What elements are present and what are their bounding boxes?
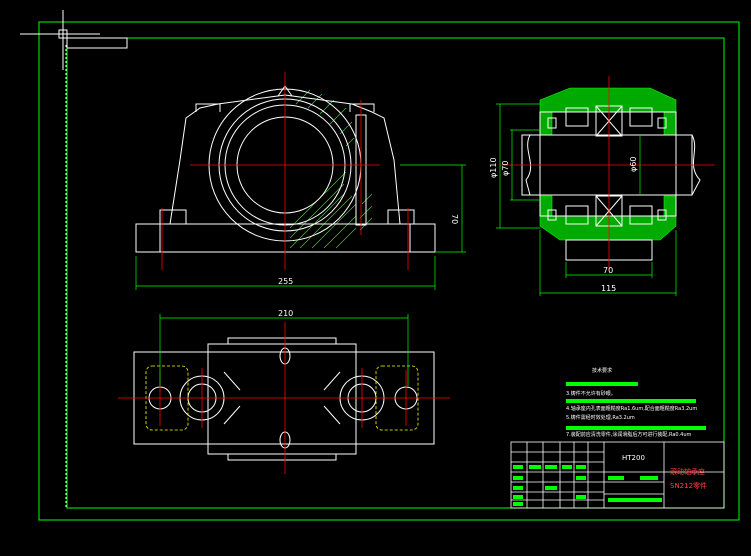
dim-side-inner-dia: φ70	[501, 161, 510, 176]
dim-side-base-width: 70	[603, 266, 613, 275]
top-view: 210	[118, 309, 450, 474]
side-view-dimensions	[496, 103, 677, 296]
front-view-outline	[135, 85, 436, 253]
ucs-crosshair-icon	[20, 10, 100, 508]
side-view-centerlines	[500, 76, 715, 270]
top-view-dimensions	[159, 314, 409, 386]
dim-front-height: 70	[450, 214, 459, 224]
title-block-material: HT200	[622, 454, 645, 462]
dim-side-outer-dia: φ110	[489, 157, 498, 178]
title-block-part-number: SN212零件	[670, 481, 707, 490]
dim-top-width: 210	[278, 309, 293, 318]
dim-side-shaft-dia: φ60	[629, 157, 638, 172]
tech-req-item-4: 4.轴承座内孔表面粗糙度Ra1.6um,配合面粗糙度Ra3.2um	[566, 405, 697, 412]
dim-front-width: 255	[278, 277, 293, 286]
top-view-centerlines	[118, 322, 450, 474]
drawing-frame	[38, 21, 740, 521]
dim-side-total-width: 115	[601, 284, 616, 293]
title-block: HT200 滚动轴承座 SN212零件	[510, 441, 725, 509]
front-view-centerlines	[161, 72, 409, 270]
top-view-outline	[133, 337, 435, 461]
side-view-hatch	[539, 87, 677, 241]
tech-req-item-7: 7.装配前应清洗零件,涂润滑脂后方可进行装配,Ra0.4um	[566, 431, 692, 438]
tech-req-heading: 技术要求	[592, 367, 612, 374]
technical-requirements: 技术要求 3.铸件不允许有砂眼。 4.轴承座内孔表面粗糙度Ra1.6um,配合面…	[566, 367, 706, 438]
tech-req-item-3: 3.铸件不允许有砂眼。	[566, 390, 616, 397]
side-view: φ110 φ70 φ60 70 115	[489, 76, 715, 296]
tech-req-item-5: 5.铸件需经时效处理,Ra3.2um	[566, 414, 635, 421]
front-view-dimensions	[135, 164, 466, 290]
front-view: 255 70	[135, 72, 466, 290]
front-view-hatch	[289, 89, 373, 249]
title-block-part-name: 滚动轴承座	[670, 467, 705, 476]
